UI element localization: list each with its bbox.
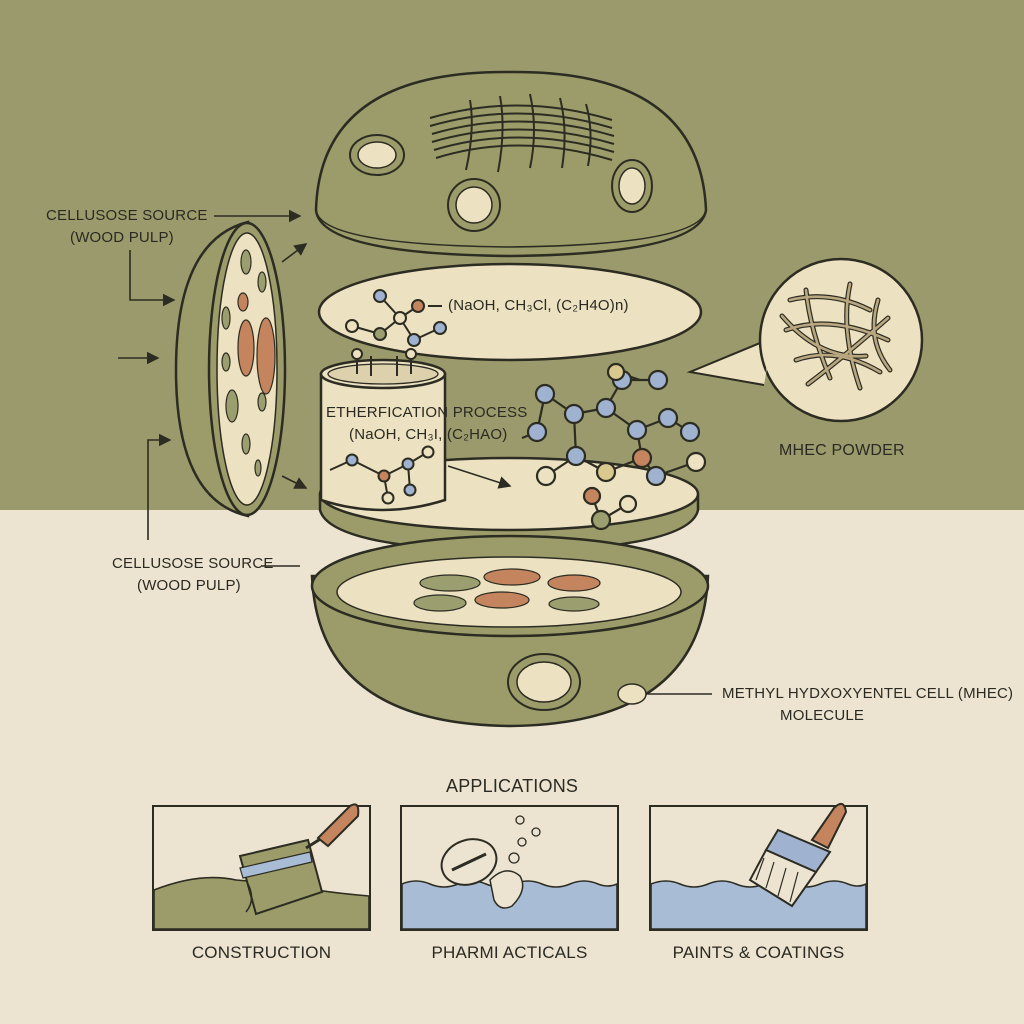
powder-fibers bbox=[779, 281, 893, 391]
source-label-top-line1: CELLUSOSE SOURCE bbox=[46, 207, 208, 224]
process-label-line2: (NaOH, CH₃I, (C₂HAO) bbox=[349, 426, 508, 443]
small-molecule-upper bbox=[345, 289, 447, 347]
process-label-line1: ETHERFICATION PROCESS bbox=[326, 404, 528, 421]
trowel-icon bbox=[238, 803, 360, 916]
application-label-paints: PAINTS & COATINGS bbox=[672, 943, 845, 962]
connector-arrows bbox=[118, 209, 712, 695]
mhec-molecule-structure bbox=[521, 362, 707, 531]
application-panel-paints bbox=[649, 802, 868, 931]
application-panel-construction bbox=[152, 803, 371, 931]
dome-pores bbox=[349, 134, 653, 232]
paintbrush-icon bbox=[748, 802, 848, 908]
application-label-construction: CONSTRUCTION bbox=[191, 943, 332, 962]
top-dome bbox=[314, 70, 708, 258]
source-label-bottom-line2: (WOOD PULP) bbox=[137, 577, 241, 594]
bowl-contents bbox=[413, 568, 601, 612]
reagents-label-upper: (NaOH, CH₃Cl, (C₂H4O)n) bbox=[448, 297, 629, 314]
powder-label: MHEC POWDER bbox=[779, 442, 905, 459]
cylinder-tubes bbox=[351, 348, 417, 376]
source-label-top-line2: (WOOD PULP) bbox=[70, 229, 174, 246]
reagent-disc bbox=[317, 262, 703, 362]
applications-title: APPLICATIONS bbox=[446, 776, 579, 796]
side-shell bbox=[174, 220, 287, 518]
application-label-pharmaceuticals: PHARMI ACTICALS bbox=[431, 943, 588, 962]
cell-organelles bbox=[221, 249, 276, 477]
tablet-icon bbox=[440, 815, 541, 909]
molecule-label-line1: METHYL HYDXOXYENTEL CELL (MHEC) bbox=[722, 685, 1014, 702]
powder-callout bbox=[686, 257, 924, 423]
bottom-bowl bbox=[310, 534, 710, 728]
source-label-bottom-line1: CELLUSOSE SOURCE bbox=[112, 555, 274, 572]
fiber-bundle bbox=[429, 93, 615, 173]
small-molecule-cylinder bbox=[329, 445, 435, 505]
application-panel-pharmaceuticals bbox=[400, 805, 619, 931]
molecule-label-line2: MOLECULE bbox=[780, 707, 865, 724]
reaction-cylinder bbox=[319, 348, 447, 512]
